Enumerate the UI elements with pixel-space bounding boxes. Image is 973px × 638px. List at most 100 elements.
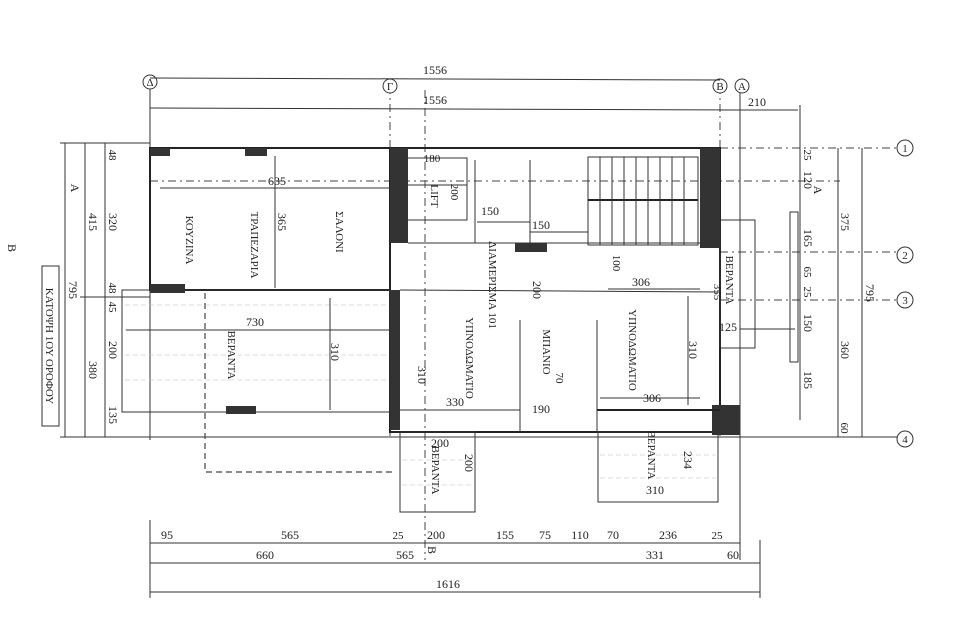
- room-dining: ΤΡΑΠΕΖΑΡΙΑ: [248, 212, 260, 279]
- svg-text:234: 234: [681, 451, 695, 469]
- top-dimensions: 1556 1556 210: [149, 63, 798, 111]
- svg-text:120: 120: [801, 171, 815, 189]
- svg-text:150: 150: [481, 204, 499, 218]
- svg-text:365: 365: [275, 213, 289, 231]
- svg-text:100: 100: [610, 255, 622, 272]
- svg-text:70: 70: [553, 373, 565, 385]
- svg-text:Β: Β: [716, 81, 723, 93]
- walls: [149, 147, 740, 435]
- svg-text:25: 25: [712, 530, 724, 542]
- room-kitchen: ΚΟΥΖΙΝΑ: [183, 216, 195, 265]
- svg-text:795: 795: [863, 284, 877, 302]
- svg-text:48: 48: [106, 150, 118, 162]
- svg-text:4: 4: [902, 434, 908, 446]
- svg-text:Γ: Γ: [387, 81, 393, 93]
- svg-text:565: 565: [396, 548, 414, 562]
- svg-text:1616: 1616: [436, 577, 460, 591]
- grid-axes: [60, 82, 905, 560]
- svg-text:60: 60: [838, 423, 850, 435]
- svg-text:310: 310: [646, 483, 664, 497]
- svg-text:190: 190: [532, 402, 550, 416]
- svg-text:635: 635: [268, 174, 286, 188]
- svg-text:355: 355: [711, 284, 723, 301]
- svg-text:75: 75: [539, 528, 551, 542]
- svg-text:306: 306: [632, 275, 650, 289]
- section-mark-b: B: [5, 244, 19, 252]
- room-bedroom-1: ΥΠΝΟΔΩΜΑΤΙΟ: [463, 317, 475, 399]
- svg-text:165: 165: [801, 229, 815, 247]
- svg-text:Δ: Δ: [146, 77, 153, 89]
- svg-text:150: 150: [801, 314, 815, 332]
- svg-text:795: 795: [66, 281, 80, 299]
- svg-text:306: 306: [643, 391, 661, 405]
- svg-text:Α: Α: [738, 81, 746, 93]
- svg-text:65: 65: [801, 267, 813, 279]
- room-living: ΣΑΛΟΝΙ: [333, 211, 345, 253]
- axis-markers-right: 1 2 3 4: [896, 139, 914, 448]
- bottom-dimensions: 95 565 25 200 155 75 110 70 236 25 660 5…: [149, 520, 761, 598]
- interior-dimensions: 635 365 730 310 180 200 150 150 200 310 …: [126, 153, 795, 497]
- plan-title: ΚΑΤΟΨΗ 1ΟΥ ΟΡΟΦΟΥ: [43, 288, 55, 405]
- svg-text:310: 310: [415, 366, 429, 384]
- svg-text:25: 25: [801, 287, 813, 299]
- svg-text:48: 48: [106, 283, 118, 295]
- svg-text:200: 200: [448, 184, 460, 201]
- svg-text:210: 210: [748, 95, 766, 109]
- svg-text:150: 150: [532, 218, 550, 232]
- svg-text:330: 330: [446, 395, 464, 409]
- svg-text:730: 730: [246, 315, 264, 329]
- svg-text:236: 236: [659, 528, 677, 542]
- svg-text:155: 155: [496, 528, 514, 542]
- svg-text:135: 135: [106, 406, 120, 424]
- room-bathroom: ΜΠΑΝΙΟ: [540, 329, 552, 374]
- svg-text:310: 310: [686, 341, 700, 359]
- section-mark-b-bottom: B: [425, 546, 439, 554]
- section-mark-a-right: A: [811, 186, 825, 195]
- room-veranda-bottom-1: ΒΕΡΑΝΤΑ: [429, 446, 441, 495]
- svg-text:180: 180: [424, 153, 441, 165]
- room-veranda-left: ΒΕΡΑΝΤΑ: [225, 331, 237, 380]
- svg-text:331: 331: [646, 548, 664, 562]
- svg-text:565: 565: [281, 528, 299, 542]
- axis-markers-top: Δ Γ Β Α: [142, 74, 750, 94]
- left-dimensions: 795 415 320 48 48 45 200 380 135: [60, 142, 150, 437]
- room-bedroom-2: ΥΠΝΟΔΩΜΑΤΙΟ: [626, 309, 638, 391]
- svg-text:1556: 1556: [423, 63, 447, 77]
- title-box: [41, 265, 60, 427]
- svg-text:70: 70: [607, 528, 619, 542]
- svg-text:310: 310: [328, 343, 342, 361]
- svg-text:110: 110: [571, 528, 589, 542]
- room-labels: ΚΟΥΖΙΝΑ ΤΡΑΠΕΖΑΡΙΑ ΣΑΛΟΝΙ ΒΕΡΑΝΤΑ LIFT Δ…: [183, 184, 735, 494]
- svg-text:200: 200: [431, 436, 449, 450]
- room-lift: LIFT: [428, 184, 440, 208]
- svg-text:660: 660: [256, 548, 274, 562]
- staircase: [587, 156, 699, 246]
- svg-text:415: 415: [86, 213, 100, 231]
- section-mark-a-left: A: [68, 184, 82, 193]
- svg-text:200: 200: [106, 341, 120, 359]
- svg-text:320: 320: [106, 213, 120, 231]
- svg-text:3: 3: [902, 295, 908, 307]
- lift-shaft: [401, 157, 468, 221]
- svg-text:25: 25: [393, 530, 405, 542]
- svg-text:185: 185: [801, 371, 815, 389]
- right-dimensions: 25 120 375 165 65 25 150 360 185 60 795: [799, 105, 877, 437]
- room-apartment: ΔΙΑΜΕΡΙΣΜΑ 101: [486, 241, 498, 329]
- svg-text:25: 25: [801, 150, 813, 162]
- svg-text:200: 200: [530, 281, 544, 299]
- svg-text:380: 380: [86, 361, 100, 379]
- verandas: [121, 211, 799, 513]
- svg-text:200: 200: [427, 528, 445, 542]
- svg-text:360: 360: [838, 341, 852, 359]
- svg-text:125: 125: [719, 320, 737, 334]
- svg-text:200: 200: [462, 454, 476, 472]
- room-veranda-right: ΒΕΡΑΝΤΑ: [723, 256, 735, 305]
- svg-text:1556: 1556: [423, 93, 447, 107]
- svg-text:2: 2: [902, 250, 908, 262]
- svg-text:45: 45: [106, 302, 118, 314]
- svg-text:375: 375: [838, 213, 852, 231]
- svg-text:60: 60: [727, 548, 739, 562]
- svg-text:1: 1: [902, 143, 908, 155]
- svg-text:95: 95: [161, 528, 173, 542]
